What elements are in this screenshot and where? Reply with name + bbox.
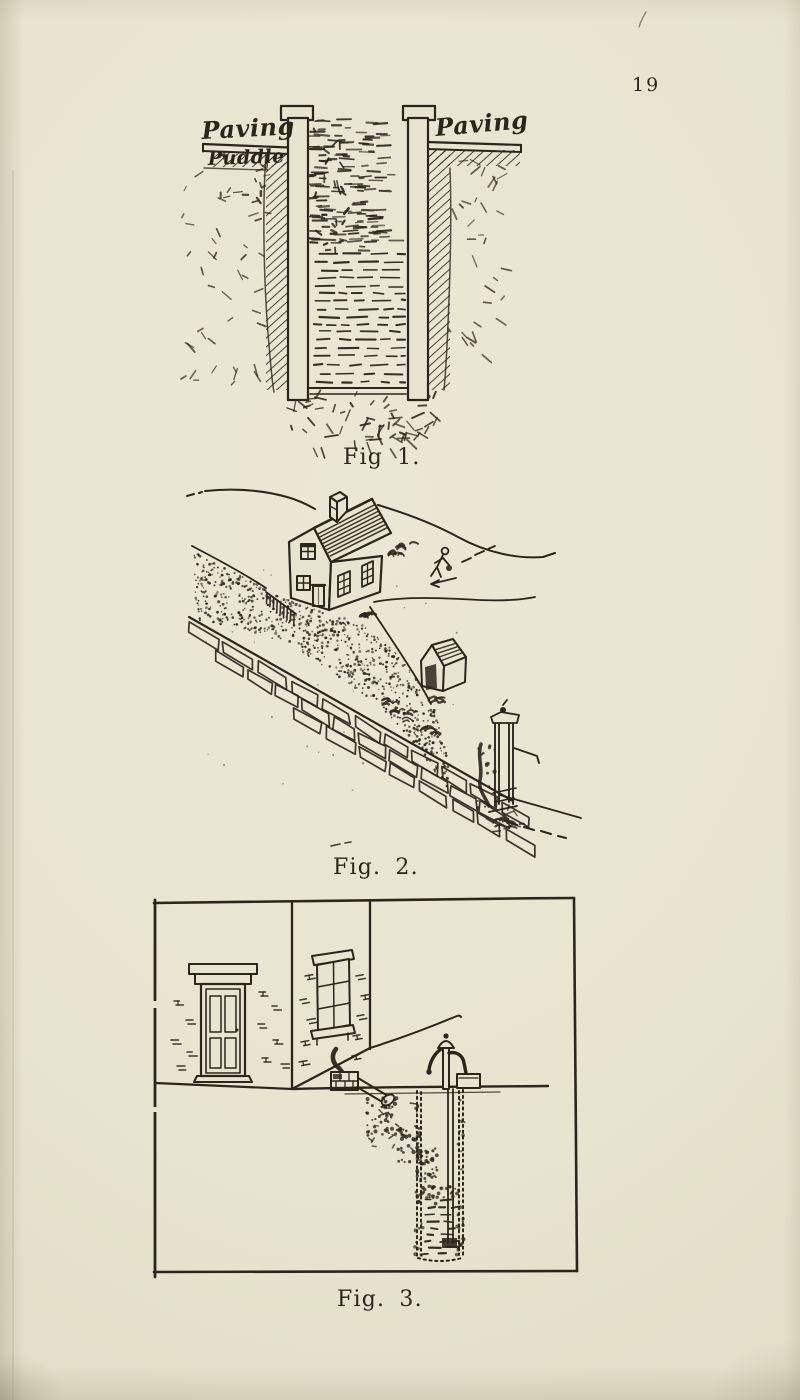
person-figure <box>430 545 496 588</box>
soil-texture <box>180 152 513 459</box>
figure-2-caption: Fig. 2. <box>333 855 419 880</box>
brickwork-marks <box>170 973 371 1071</box>
figure-frame <box>152 896 579 1279</box>
figure-1-well-cross-section: Paving Puddle Paving Fig 1. <box>180 104 529 470</box>
front-upper-window <box>299 543 317 560</box>
hill-outline <box>186 488 582 839</box>
hand-pump <box>426 1033 481 1090</box>
figure-2-hillside-scene: Fig. 2. <box>186 488 582 880</box>
page-number: 19 <box>632 74 660 96</box>
label-puddle: Puddle <box>206 145 285 170</box>
pump-handle <box>427 1047 443 1072</box>
shed-illustration <box>420 638 467 692</box>
seepage-streak <box>477 742 491 808</box>
house-illustration <box>265 491 393 627</box>
scrub-texture <box>380 541 525 833</box>
figure-3-caption: Fig. 3. <box>337 1287 423 1312</box>
shrub <box>358 611 378 619</box>
puddle-clay-layer <box>203 150 520 393</box>
caption-dashes <box>324 434 382 441</box>
pump-pipe <box>442 1088 457 1248</box>
seepage-dots <box>365 1096 466 1257</box>
hill-brow-line <box>369 1014 462 1049</box>
ground-line <box>291 1084 550 1095</box>
caption-dashes <box>330 841 352 847</box>
shed-roof-hatching <box>433 643 463 662</box>
stone-wall <box>187 615 536 858</box>
roof-hatching <box>317 504 388 557</box>
well-shaft <box>416 1089 464 1262</box>
side-window <box>310 949 356 1046</box>
figure-3-pump-well-diagram: Fig. 3. <box>152 896 579 1312</box>
well-water-texture <box>419 1184 461 1256</box>
front-door <box>188 963 258 1083</box>
direction-arrow <box>430 577 457 588</box>
well-lining-walls <box>279 104 437 402</box>
side-window-2 <box>361 560 374 588</box>
figure-1-caption: Fig 1. <box>343 445 421 470</box>
scree-slope-stipple <box>193 553 458 791</box>
well-bottom <box>308 387 408 395</box>
side-window-1 <box>337 570 351 598</box>
front-door <box>310 583 327 607</box>
front-lower-window <box>296 575 311 591</box>
garden-fence <box>265 591 297 627</box>
label-paving-right: Paving <box>433 105 529 142</box>
dashed-trail <box>461 545 496 563</box>
pump-spout <box>447 1050 468 1075</box>
label-paving-left: Paving <box>200 111 296 145</box>
well-interior-texture <box>308 118 407 384</box>
stray-ink-mark <box>638 11 647 28</box>
trough <box>456 1073 481 1089</box>
well-shaft-structure <box>477 699 540 813</box>
rain-pipe-and-gully <box>330 1046 359 1091</box>
